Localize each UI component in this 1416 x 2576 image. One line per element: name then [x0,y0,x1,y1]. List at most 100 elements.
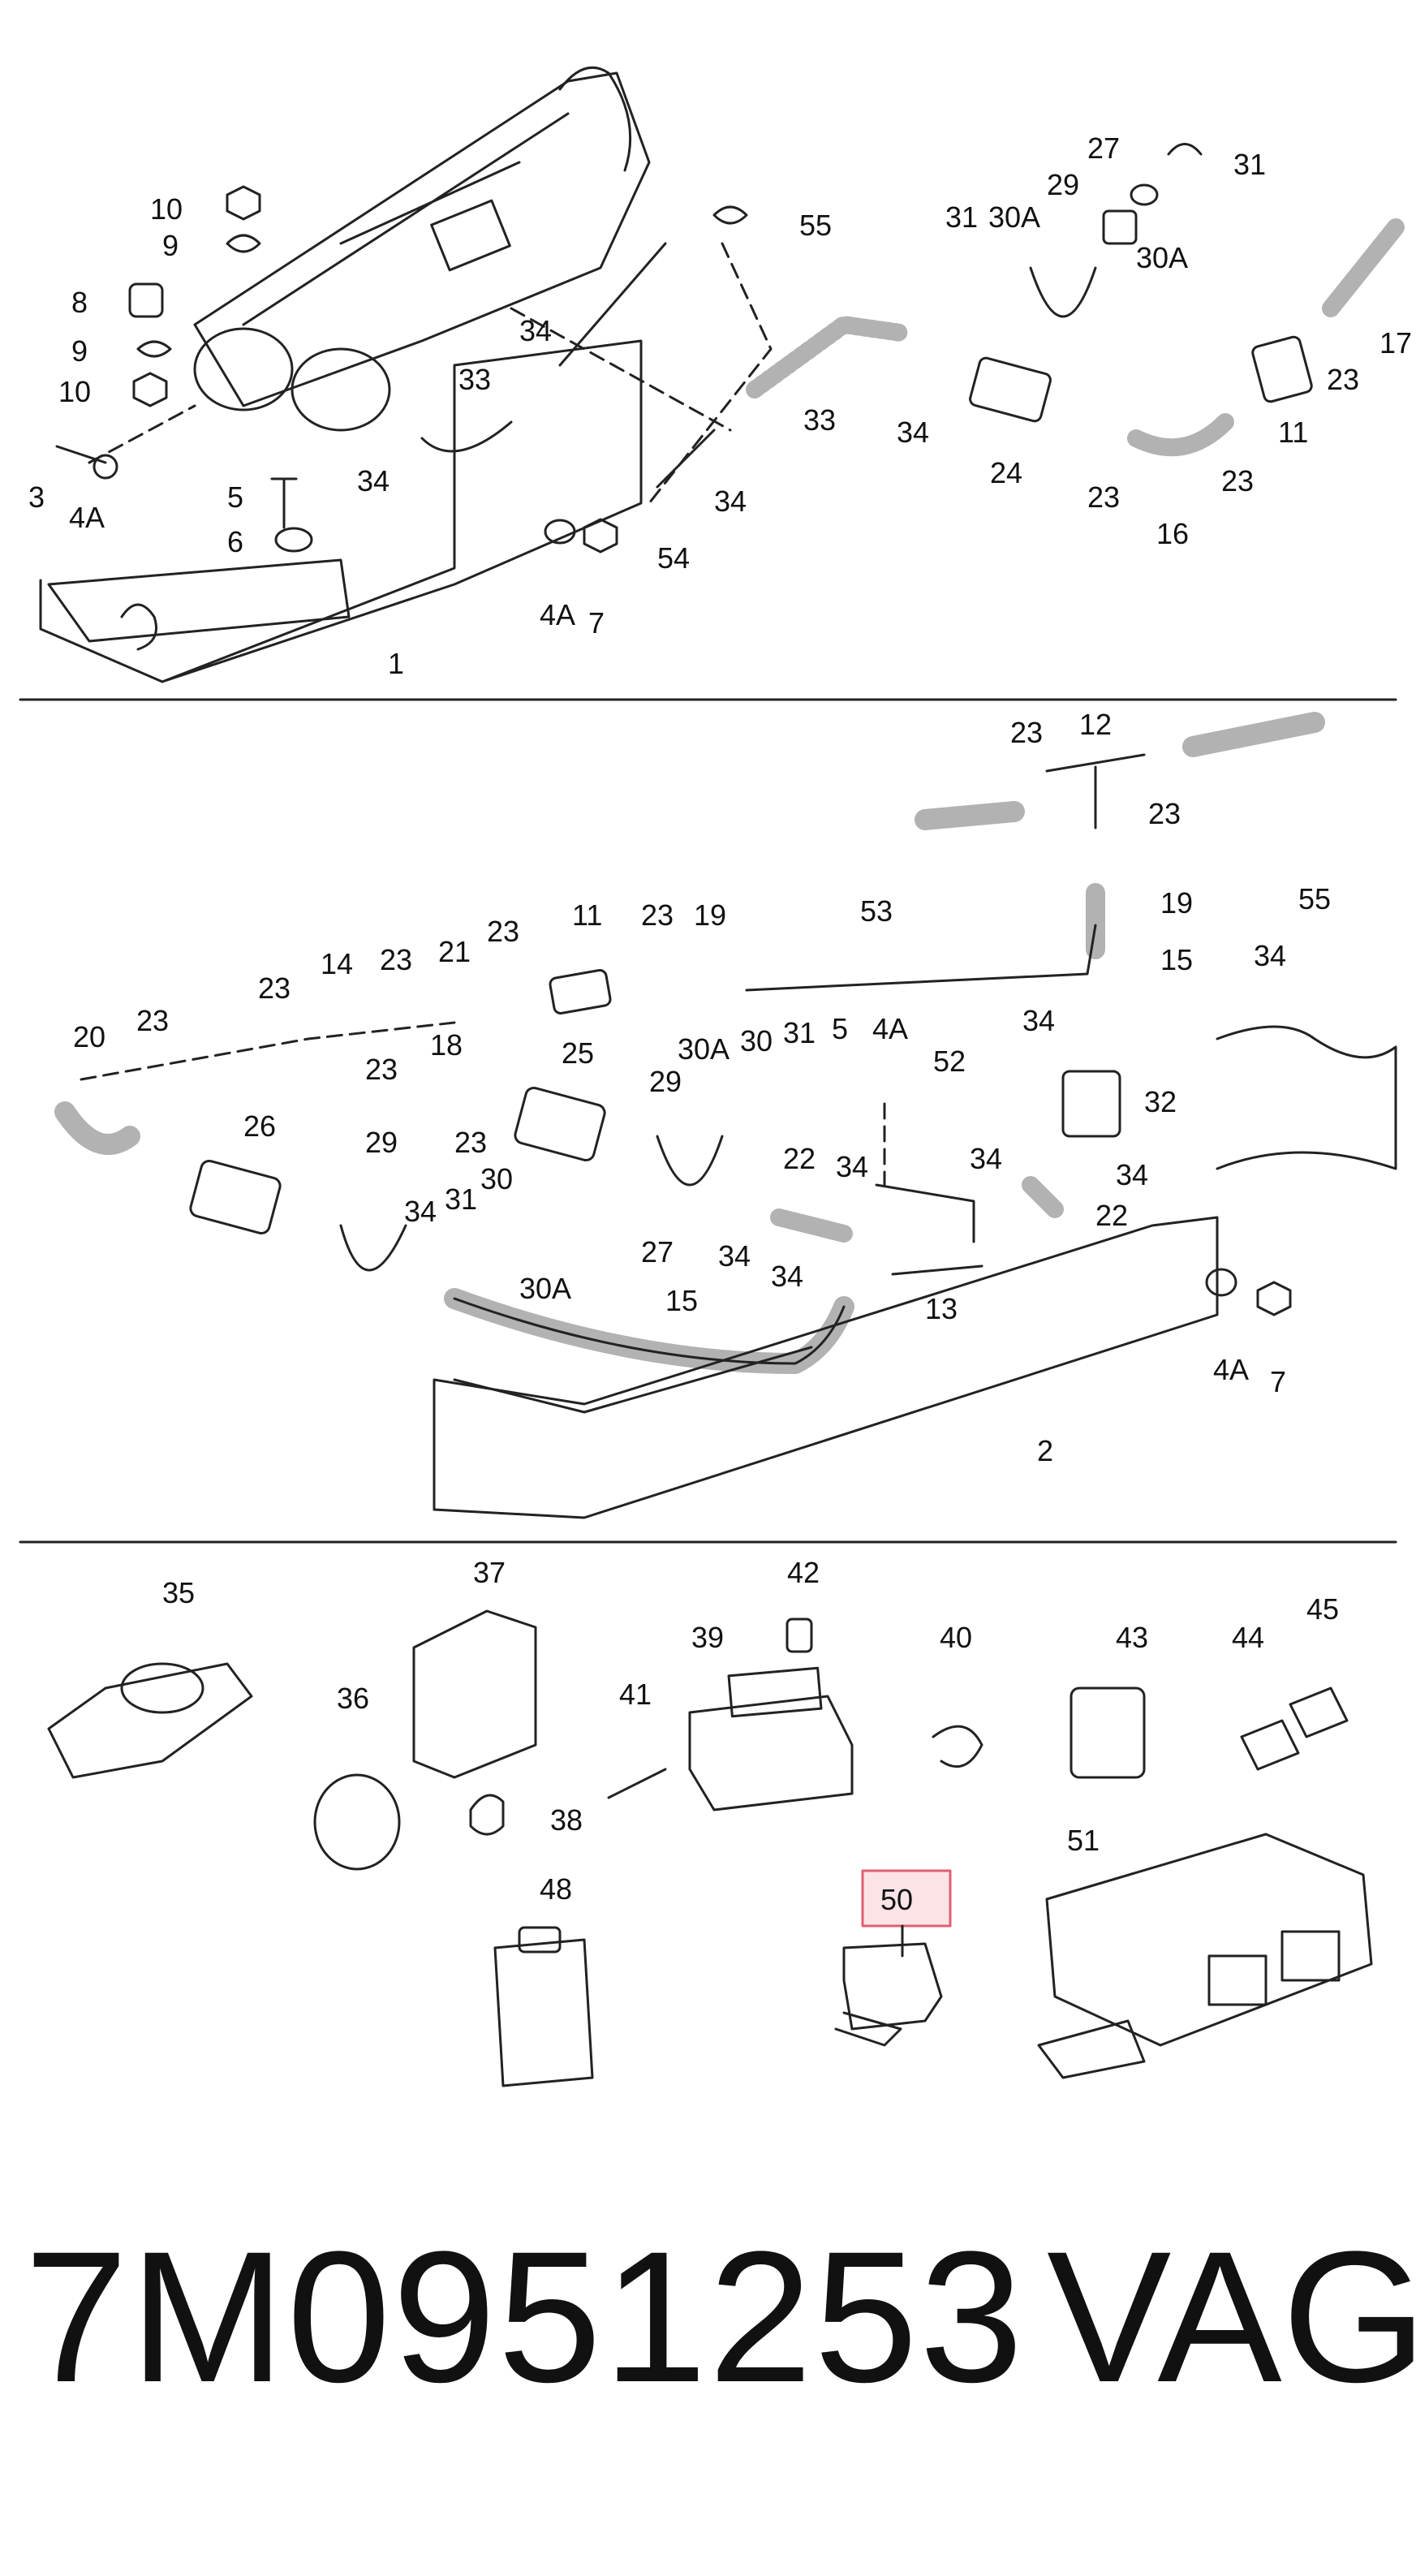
label-23: 23 [1148,797,1181,830]
label-55: 55 [1298,882,1331,915]
hose-20 [54,1101,140,1155]
label-23: 23 [1327,363,1359,396]
clamp-55 [712,205,748,225]
label-18: 18 [430,1028,463,1062]
socket-45 [1289,1686,1349,1738]
label-11: 11 [1278,416,1308,449]
relay-39-top [727,1666,823,1718]
label-48: 48 [540,1872,572,1906]
heater-body-shape [193,71,651,407]
label-19: 19 [1160,886,1193,920]
nut-7-s2 [1256,1281,1292,1316]
hose-16 [1127,413,1234,457]
hose-15-lower [444,1288,854,1374]
label-7: 7 [588,606,605,640]
label-19: 19 [694,898,726,932]
label-7: 7 [1270,1365,1286,1398]
label-17: 17 [1379,326,1412,360]
label-9: 9 [162,229,179,262]
label-35: 35 [162,1576,195,1609]
label-8: 8 [71,286,88,319]
label-34: 34 [519,314,552,347]
label-29: 29 [1047,168,1079,201]
bracket-1-shape [39,339,643,683]
label-34: 34 [1116,1158,1148,1191]
label-23: 23 [487,915,519,948]
label-26: 26 [243,1109,276,1143]
label-38: 38 [550,1803,583,1837]
hose-22 [770,1176,1064,1243]
label-44: 44 [1232,1621,1264,1654]
label-14: 14 [321,947,353,980]
bracket-2-fold [453,1346,813,1414]
pipe-53 [745,924,1097,992]
relay-43 [1070,1686,1146,1779]
label-32: 32 [1144,1085,1177,1118]
label-29: 29 [649,1065,682,1098]
part-number: 7M0951253 [24,2212,1025,2421]
label-51: 51 [1067,1824,1100,1857]
filter-11-s2 [549,969,612,1014]
label-54: 54 [657,541,690,575]
label-40: 40 [940,1621,972,1654]
guide-lines-1 [88,242,773,505]
label-30a: 30A [988,200,1040,234]
section-2-assembly [19,712,1397,1544]
label-12: 12 [1079,708,1112,741]
socket-44 [1240,1719,1300,1771]
switch-48 [493,1938,594,2087]
label-30a: 30A [1136,241,1188,274]
terminal-42 [785,1618,813,1653]
label-23: 23 [641,898,674,932]
label-36: 36 [337,1682,369,1715]
label-22: 22 [783,1142,816,1175]
gauge-36 [313,1773,401,1871]
damper-27 [1102,209,1138,245]
label-5: 5 [832,1012,848,1045]
label-45: 45 [1306,1592,1339,1626]
nut-10 [132,372,168,407]
label-20: 20 [73,1020,105,1053]
control-unit-51-connector2 [1280,1930,1341,1982]
label-41: 41 [619,1678,652,1711]
relay-50-plate [834,2011,902,2047]
washer-30a [1130,183,1159,206]
callout-labels: 10 9 8 9 10 3 4A 5 6 1 34 33 34 4A 7 54 … [28,131,1412,1916]
label-10: 10 [58,375,91,408]
label-34: 34 [718,1239,751,1273]
section-3-components [47,1609,1373,2087]
label-6: 6 [227,525,243,558]
control-unit-51-connector [1207,1954,1268,2006]
heater-intake-2 [291,347,391,432]
hose-12 [915,712,1325,830]
hose-15 [453,1297,846,1365]
label-34: 34 [404,1195,437,1228]
clamp-29-s2b [656,1135,724,1187]
label-22: 22 [1095,1199,1128,1232]
label-31: 31 [945,200,978,234]
label-4a: 4A [540,598,575,631]
bolt-3 [55,445,107,464]
pipe-top [558,242,667,367]
label-24: 24 [990,456,1022,489]
label-53: 53 [860,894,893,928]
filter-32 [1061,1070,1121,1138]
guide-lines-2 [80,1021,886,1187]
label-5: 5 [227,480,243,514]
label-15: 15 [665,1284,698,1317]
label-23: 23 [1010,716,1043,749]
label-43: 43 [1116,1621,1148,1654]
label-34: 34 [357,464,390,498]
label-33: 33 [458,363,491,396]
label-31: 31 [1233,148,1266,181]
pump-26 [189,1159,282,1235]
label-34: 34 [771,1260,803,1293]
label-29: 29 [365,1126,398,1159]
washer-4a-right [544,519,576,545]
highlight-box-50 [861,1869,952,1928]
label-55: 55 [799,209,832,242]
clip-9 [136,340,172,358]
label-34: 34 [836,1150,868,1183]
bolt-5 [270,477,298,529]
label-39: 39 [691,1621,724,1654]
